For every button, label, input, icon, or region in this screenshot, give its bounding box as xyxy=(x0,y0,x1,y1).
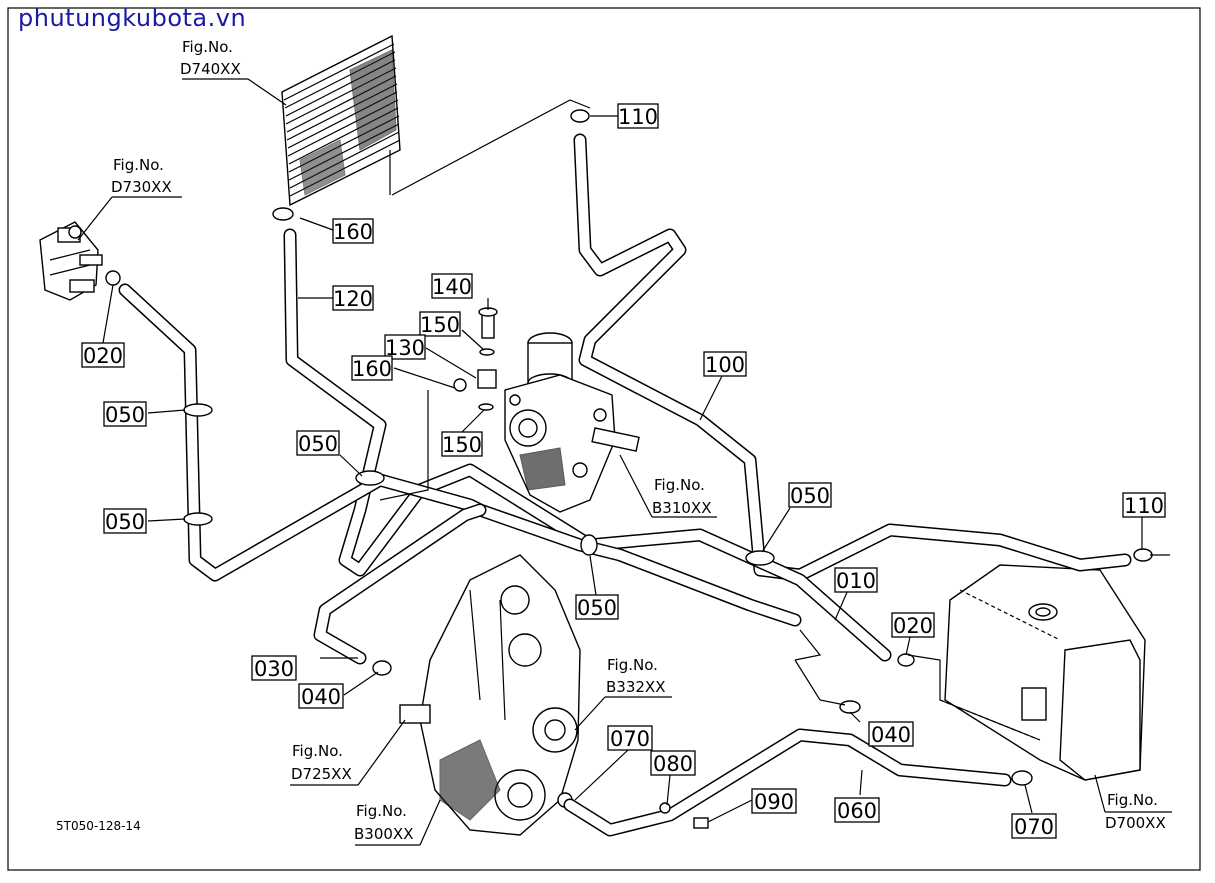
fig-ref-d700: Fig.No. D700XX xyxy=(1105,791,1166,832)
fig-ref-b332-line2: B332XX xyxy=(606,678,665,696)
callout-110-top-code: 110 xyxy=(618,105,658,129)
part-callouts: 110 160 120 140 150 130 xyxy=(81,103,1166,839)
callout-160-top: 160 xyxy=(332,218,374,244)
callout-090-code: 090 xyxy=(754,790,794,814)
clamps xyxy=(183,109,1153,829)
fig-ref-b332: Fig.No. B332XX xyxy=(606,656,665,696)
transmission-case xyxy=(399,554,581,836)
leader-lines xyxy=(77,78,1172,846)
callout-060: 060 xyxy=(834,797,880,823)
site-watermark: phutungkubota.vn xyxy=(18,4,247,32)
callout-040-right-code: 040 xyxy=(871,723,911,747)
fig-ref-d740: Fig.No. D740XX xyxy=(180,38,241,78)
callout-010-code: 010 xyxy=(836,569,876,593)
callout-050-d: 050 xyxy=(788,482,832,508)
hydraulic-pump xyxy=(504,332,640,513)
callout-160-top-code: 160 xyxy=(333,220,373,244)
drawing-number: 5T050-128-14 xyxy=(56,819,141,833)
tank xyxy=(939,564,1146,781)
callout-060-code: 060 xyxy=(837,799,877,823)
fig-ref-b310-line2: B310XX xyxy=(652,499,711,517)
callout-020-right: 020 xyxy=(891,612,935,638)
callout-070-bottom-code: 070 xyxy=(1014,815,1054,839)
callout-140-code: 140 xyxy=(432,275,472,299)
callout-050-c: 050 xyxy=(296,430,340,456)
callout-110-right: 110 xyxy=(1122,492,1166,518)
callout-010: 010 xyxy=(834,567,878,593)
fig-ref-d740-line2: D740XX xyxy=(180,60,241,78)
callout-030-code: 030 xyxy=(254,657,294,681)
callout-110-right-code: 110 xyxy=(1124,494,1164,518)
callout-150-lower: 150 xyxy=(441,431,483,457)
fig-ref-b300: Fig.No. B300XX xyxy=(354,802,413,843)
callout-030: 030 xyxy=(251,655,297,681)
callout-050-c-code: 050 xyxy=(298,432,338,456)
callout-050-a-code: 050 xyxy=(105,403,145,427)
callout-050-a: 050 xyxy=(103,401,147,427)
callout-120: 120 xyxy=(332,285,374,311)
callout-040-left: 040 xyxy=(298,683,344,709)
fig-ref-d725-line2: D725XX xyxy=(291,765,352,783)
callout-050-b: 050 xyxy=(103,508,147,534)
callout-160-mid-code: 160 xyxy=(352,357,392,381)
fig-ref-d740-line1: Fig.No. xyxy=(182,38,233,56)
fig-ref-d730-line1: Fig.No. xyxy=(113,156,164,174)
fig-ref-b300-line1: Fig.No. xyxy=(356,802,407,820)
fig-ref-d730: Fig.No. D730XX xyxy=(111,156,172,196)
fig-ref-d725-line1: Fig.No. xyxy=(292,742,343,760)
fig-ref-b310: Fig.No. B310XX xyxy=(652,476,711,517)
callout-020-left-code: 020 xyxy=(83,344,123,368)
callout-050-e: 050 xyxy=(575,594,619,620)
fig-ref-d725: Fig.No. D725XX xyxy=(291,742,352,783)
fig-ref-b332-line1: Fig.No. xyxy=(607,656,658,674)
oil-cooler xyxy=(281,34,401,207)
control-valve xyxy=(39,221,121,301)
callout-070-top: 070 xyxy=(607,725,653,751)
callout-040-right: 040 xyxy=(868,721,914,747)
callout-070-bottom: 070 xyxy=(1011,813,1057,839)
fig-ref-d730-line2: D730XX xyxy=(111,178,172,196)
callout-150-upper-code: 150 xyxy=(420,313,460,337)
callout-150-lower-code: 150 xyxy=(442,433,482,457)
fig-ref-d700-line1: Fig.No. xyxy=(1107,791,1158,809)
callout-040-left-code: 040 xyxy=(301,685,341,709)
callout-090: 090 xyxy=(751,788,797,814)
callout-020-right-code: 020 xyxy=(893,614,933,638)
frame-border xyxy=(7,7,1201,871)
hoses xyxy=(118,133,1132,837)
callout-080-code: 080 xyxy=(653,752,693,776)
callout-160-mid: 160 xyxy=(351,355,393,381)
callout-140: 140 xyxy=(431,273,473,299)
callout-050-b-code: 050 xyxy=(105,510,145,534)
callout-020-left: 020 xyxy=(81,342,125,368)
callout-100: 100 xyxy=(703,351,747,377)
callout-110-top: 110 xyxy=(617,103,659,129)
fig-ref-b310-line1: Fig.No. xyxy=(654,476,705,494)
fig-ref-b300-line2: B300XX xyxy=(354,825,413,843)
fig-ref-d700-line2: D700XX xyxy=(1105,814,1166,832)
callout-120-code: 120 xyxy=(333,287,373,311)
callout-050-d-code: 050 xyxy=(790,484,830,508)
callout-050-e-code: 050 xyxy=(577,596,617,620)
callout-080: 080 xyxy=(650,750,696,776)
callout-070-top-code: 070 xyxy=(610,727,650,751)
callout-150-upper: 150 xyxy=(419,311,461,337)
callout-100-code: 100 xyxy=(705,353,745,377)
